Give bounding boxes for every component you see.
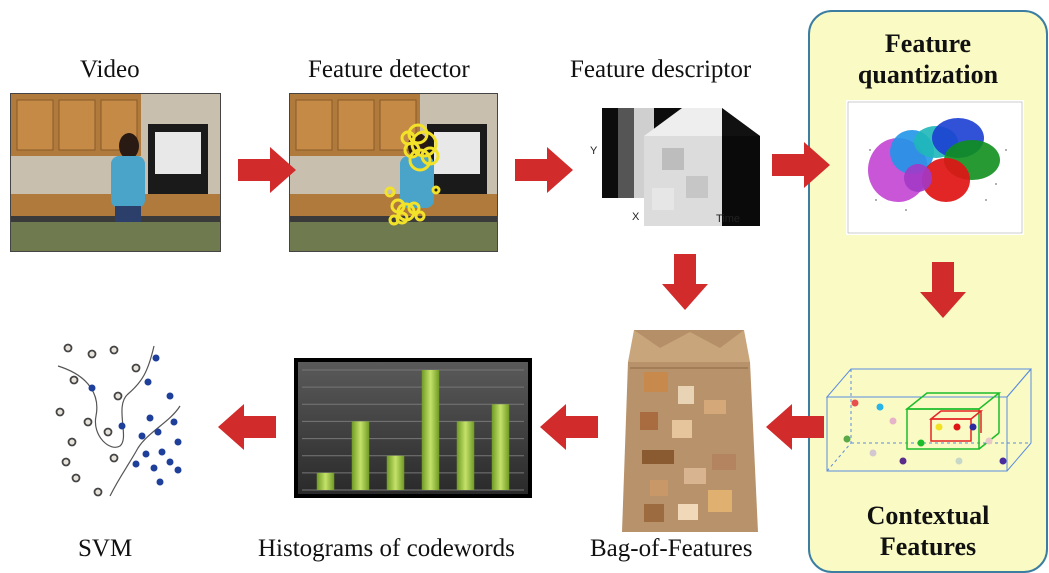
histogram-bar [491,404,510,490]
video-label: Video [80,56,140,83]
bag-of-features-image [620,328,760,534]
feature-descriptor-cube: Y X Time [582,98,792,248]
cube-axis-x: X [632,211,640,223]
svm-label: SVM [78,535,133,562]
quantization-scatter-plot [846,100,1024,235]
cube-axis-y: Y [590,145,598,157]
feature-quantization-label: Feature quantization [808,28,1048,90]
bag-of-features-label: Bag-of-Features [590,535,753,562]
feature-descriptor-label: Feature descriptor [570,56,752,83]
arrow-video-to-detector-icon [238,147,296,193]
svm-scatter-image [50,336,200,506]
histogram-bar [316,472,335,490]
contextual-features-label: Contextual Features [808,500,1048,562]
contextual-features-line1: Contextual [866,501,990,530]
feature-quantization-line1: Feature [884,29,972,58]
arrow-quantization-to-contextual-icon [920,262,966,318]
arrow-bag-to-histogram-icon [540,404,598,450]
histogram-chart [294,358,532,498]
feature-detector-image [289,93,498,252]
arrow-contextual-to-bag-icon [766,404,824,450]
arrow-histogram-to-svm-icon [218,404,276,450]
arrow-descriptor-to-bag-icon [662,254,708,310]
arrow-detector-to-descriptor-icon [515,147,573,193]
histogram-bar [421,370,440,490]
histogram-bar [386,455,405,490]
histograms-label: Histograms of codewords [258,535,515,562]
histogram-bar [351,421,370,490]
arrow-descriptor-to-quantization-icon [772,142,830,188]
contextual-features-line2: Features [879,532,977,561]
histogram-bar [456,421,475,490]
contextual-features-image [823,365,1033,480]
feature-quantization-line2: quantization [857,60,999,89]
histogram-bars [298,362,528,494]
feature-detector-label: Feature detector [308,56,470,83]
cube-axis-time: Time [716,213,740,225]
video-frame-image [10,93,221,252]
